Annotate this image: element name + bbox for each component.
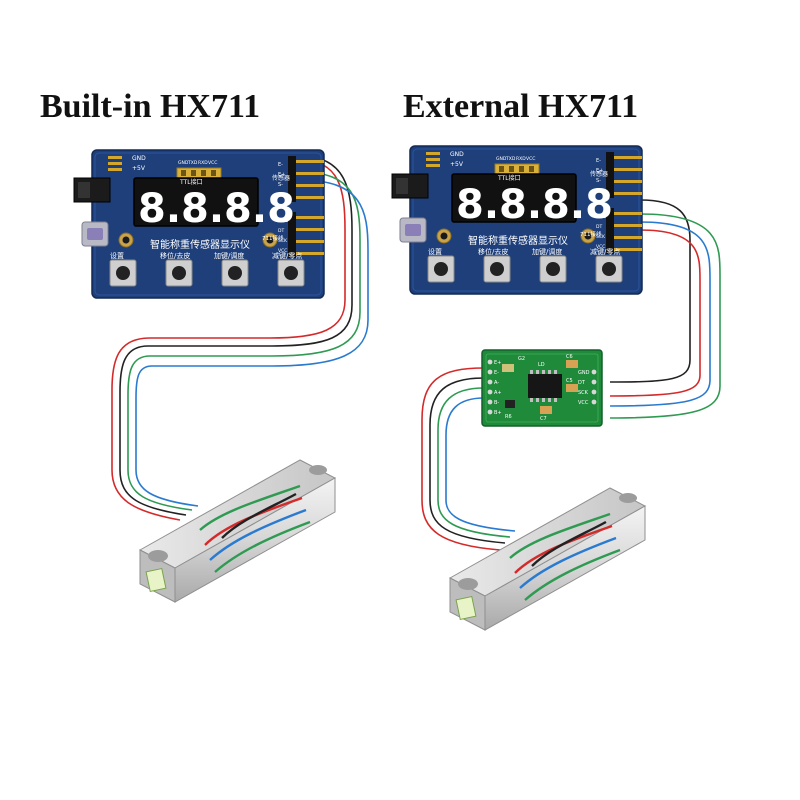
sensor-pin: E- (278, 162, 283, 168)
hx-pin: SCK (596, 234, 606, 240)
hx-pin: DT (596, 224, 602, 230)
left-board-labels: 8.8.8.8 智能称重传感器显示仪 TTL接口 GND TXD RXD VCC… (110, 155, 302, 260)
sensor-pin: E- (596, 158, 601, 164)
sensor-pin: S+ (596, 188, 603, 194)
hx-pin: GND (278, 218, 289, 224)
module-part-label: G2 (518, 356, 525, 362)
button-label: 减键/零点 (272, 251, 302, 260)
board-title: 智能称重传感器显示仪 (150, 238, 250, 251)
button-label: 移位/去皮 (478, 247, 508, 256)
wire-blue-top (609, 221, 711, 407)
button-label: 加键/调度 (532, 247, 562, 256)
module-part-label: LD (538, 362, 545, 368)
ttl-pin: VCC (208, 160, 217, 166)
module-pin-left: A- (494, 380, 499, 386)
wire-red-low (421, 367, 501, 551)
module-pin-right: SCK (578, 390, 589, 396)
hx-pin: VCC (596, 244, 605, 250)
module-pin-right: VCC (578, 400, 589, 406)
power-pin: GND (450, 151, 464, 158)
heading-external: External HX711 (403, 88, 639, 125)
module-part-label: C6 (566, 354, 573, 360)
module-pin-left: E+ (494, 360, 501, 366)
seven-segment-display: 8.8.8.8 (138, 186, 295, 232)
module-pin-left: E- (494, 370, 499, 376)
sensor-pin: S+ (278, 192, 285, 198)
hx-pin: DT (278, 228, 284, 234)
button-label: 移位/去皮 (160, 251, 190, 260)
wire-blue-low (445, 397, 516, 532)
module-pin-left: B- (494, 400, 499, 406)
sensor-pin: E+ (596, 168, 603, 174)
power-pin: +5V (450, 161, 464, 168)
left-load-cell (138, 459, 337, 603)
right-wires (421, 199, 721, 551)
wire-black (119, 155, 353, 516)
ttl-label: TTL接口 (179, 178, 203, 186)
right-board-labels: 8.8.8.8 智能称重传感器显示仪 TTL接口 GND TXD RXD VCC… (428, 151, 620, 256)
ttl-pin: RXD (198, 160, 208, 166)
module-pin-right: DT (578, 380, 586, 386)
ttl-pin: GND (496, 156, 507, 162)
ttl-pin: GND (178, 160, 189, 166)
wire-red (111, 159, 346, 521)
wire-green (127, 171, 361, 511)
sensor-label: 传感器 (590, 170, 608, 178)
module-pin-left: B+ (494, 410, 502, 416)
hx-label: 711接线 (262, 234, 284, 242)
hx-pin: GND (596, 214, 607, 220)
hx-pin: VCC (278, 248, 287, 254)
ttl-pin: RXD (516, 156, 526, 162)
ttl-pin: VCC (526, 156, 535, 162)
wire-blue (135, 179, 369, 507)
hx-label: 711接线 (580, 230, 602, 238)
power-pin: GND (132, 155, 146, 162)
wire-red-top (609, 229, 701, 397)
button-label: 加键/调度 (214, 251, 244, 260)
seven-segment-display: 8.8.8.8 (456, 182, 613, 228)
sensor-label: 传感器 (272, 174, 290, 182)
button-label: 设置 (110, 251, 124, 260)
ttl-label: TTL接口 (497, 174, 521, 182)
wire-black-low (429, 377, 506, 544)
ttl-pin: TXD (187, 160, 198, 166)
wire-black-top (609, 199, 691, 383)
hx711-module: E+ E- A- A+ B- B+ GND DT SCK VCC G2 LD C… (481, 349, 603, 427)
module-pin-right: GND (578, 370, 590, 376)
wire-green-low (437, 387, 511, 538)
sensor-pin: E+ (278, 172, 285, 178)
ttl-pin: TXD (505, 156, 516, 162)
module-part-label: R6 (505, 414, 512, 420)
sensor-pin: S- (596, 178, 601, 184)
module-part-label: C5 (566, 378, 573, 384)
right-load-cell (448, 487, 647, 631)
sensor-pin: S- (278, 182, 283, 188)
button-label: 减键/零点 (590, 247, 620, 256)
wire-green-top (609, 213, 721, 419)
button-label: 设置 (428, 247, 442, 256)
left-wires (111, 155, 369, 521)
power-pin: +5V (132, 165, 146, 172)
board-title: 智能称重传感器显示仪 (468, 234, 568, 247)
hx-pin: SCK (278, 238, 288, 244)
module-part-label: C7 (540, 416, 547, 422)
module-pin-left: A+ (494, 390, 502, 396)
heading-built-in: Built-in HX711 (40, 88, 261, 125)
